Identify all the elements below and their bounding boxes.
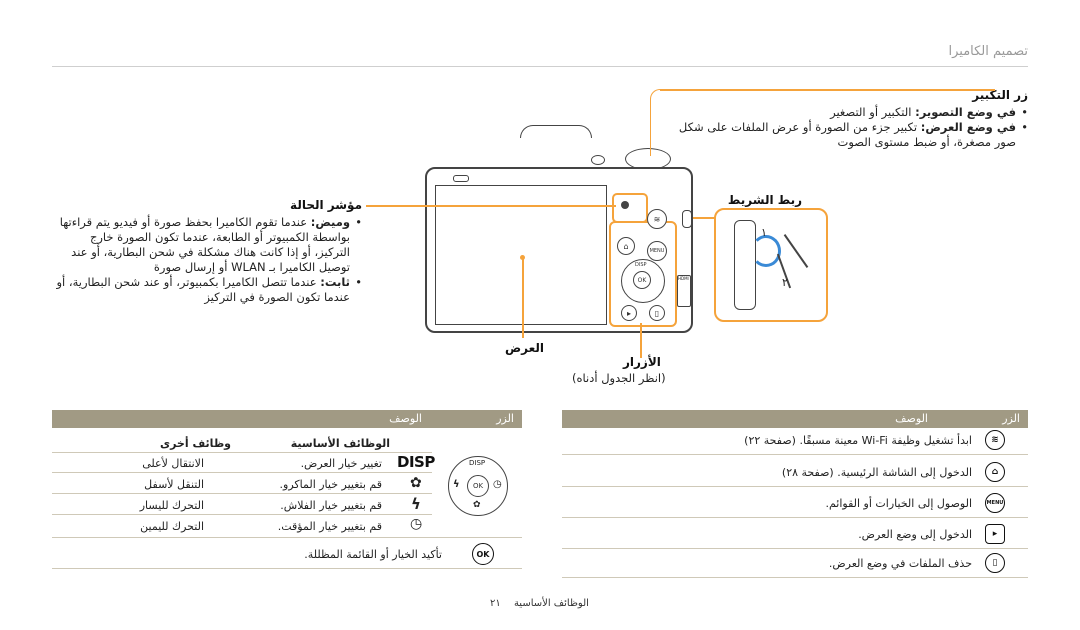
strap-lug (682, 210, 692, 228)
status-lamp-highlight (612, 193, 648, 223)
strap-leader (693, 217, 715, 219)
strap-lug-detail (734, 220, 756, 310)
footer-section: الوظائف الأساسية (513, 598, 589, 609)
strap-step-2: ٢ (782, 276, 788, 289)
left-sep (52, 537, 522, 538)
zoom-item: في وضع العرض: تكبير جزء من الصورة أو عرض… (668, 120, 1028, 150)
left-row-basic: قم بتغيير خيار الماكرو. (279, 478, 382, 491)
status-item: وميض: عندما تقوم الكاميرا بحفظ صورة أو ف… (52, 215, 362, 275)
lcd-screen (435, 185, 607, 325)
right-head-description: الوصف (895, 412, 928, 425)
dpad-ok: OK (467, 475, 489, 497)
dpad-flash-icon: ϟ (453, 479, 460, 490)
left-table-head: الزر الوصف (52, 410, 522, 428)
left-row-other: التحرك لليسار (139, 499, 204, 512)
display-label: العرض (505, 341, 544, 355)
ok-row-text: تأكيد الخيار أو القائمة المظللة. (304, 548, 442, 561)
zoom-callout: زر التكبير في وضع التصوير: التكبير أو ال… (668, 88, 1028, 150)
strap-cord (783, 234, 809, 268)
page-number: ٢١ (490, 598, 501, 609)
page-footer: الوظائف الأساسية ٢١ (490, 598, 589, 609)
left-sep (52, 472, 432, 473)
right-head-button: الزر (1002, 412, 1020, 425)
left-sep (52, 514, 432, 515)
right-table-head: الزر الوصف (562, 410, 1028, 428)
right-row-text: حذف الملفات في وضع العرض. (828, 557, 972, 570)
left-row-basic: تغيير خيار العرض. (300, 457, 382, 470)
buttons-note: (انظر الجدول أدناه) (572, 371, 666, 385)
ok-icon: OK (472, 543, 494, 565)
dpad-disp-label: DISP (469, 459, 486, 467)
right-sep (562, 548, 1028, 549)
lens-bulge (520, 125, 592, 138)
left-head-button: الزر (496, 412, 514, 425)
strap-step-1: ١ (761, 226, 767, 239)
playback-button: ▸ (621, 305, 637, 321)
status-lamp (621, 201, 629, 209)
zoom-leader-curve (650, 89, 669, 156)
left-row-basic: قم بتغيير خيار المؤقت. (277, 520, 382, 533)
display-dot (520, 255, 525, 260)
wifi-icon: ≋ (985, 430, 1005, 450)
left-sep (52, 493, 432, 494)
right-sep (562, 577, 1028, 578)
power-button (591, 155, 605, 165)
left-row-other: التحرك لليمين (140, 520, 204, 533)
strap-inset: ١ ٢ (714, 208, 828, 322)
buttons-highlight (609, 221, 677, 327)
menu-button: MENU (647, 241, 667, 261)
home-button: ⌂ (617, 237, 635, 255)
left-head-description: الوصف (389, 412, 422, 425)
dpad: OK DISP (621, 259, 665, 303)
side-port: HDMI (677, 275, 691, 307)
right-sep (562, 517, 1028, 518)
dpad-illustration: OK DISP ϟ ◷ ✿ (448, 456, 508, 516)
header-divider (52, 66, 1028, 67)
buttons-leader (640, 323, 642, 358)
strap-arrow (751, 235, 781, 267)
right-row-text: الدخول إلى وضع العرض. (858, 528, 972, 541)
left-subhead-other: وظائف أخرى (160, 437, 232, 450)
buttons-label: الأزرار (623, 355, 661, 369)
speaker (453, 175, 469, 182)
right-row-text: ابدأ تشغيل وظيفة Wi-Fi معينة مسبقًا. (صف… (744, 434, 972, 447)
left-sep (52, 568, 522, 569)
right-sep (562, 486, 1028, 487)
wifi-button: ≋ (647, 209, 667, 229)
zoom-callout-title: زر التكبير (972, 88, 1028, 102)
left-sep (52, 452, 432, 453)
macro-icon: ✿ (410, 475, 422, 491)
status-item: ثابت: عندما تتصل الكاميرا بكمبيوتر، أو ع… (52, 275, 362, 305)
disp-icon: DISP (397, 453, 435, 471)
right-row-text: الوصول إلى الخيارات أو القوائم. (825, 497, 972, 510)
zoom-leader-h (660, 89, 995, 91)
dpad-macro-icon: ✿ (473, 500, 481, 510)
zoom-item: في وضع التصوير: التكبير أو التصغير (668, 105, 1028, 120)
timer-icon: ◷ (410, 516, 423, 532)
ok-button: OK (633, 271, 651, 289)
status-callout: مؤشر الحالة وميض: عندما تقوم الكاميرا بح… (52, 198, 363, 305)
camera-illustration: ≋ ⌂ MENU OK DISP ▸ ▯ HDMI (425, 125, 695, 335)
left-row-other: الانتقال لأعلى (142, 457, 204, 470)
flash-icon: ϟ (411, 495, 421, 513)
right-row-text: الدخول إلى الشاشة الرئيسية. (صفحة ٢٨) (781, 466, 972, 479)
menu-icon: MENU (985, 493, 1005, 513)
trash-button: ▯ (649, 305, 665, 321)
home-icon: ⌂ (985, 462, 1005, 482)
status-callout-title: مؤشر الحالة (290, 198, 362, 212)
left-row-other: التنقل لأسفل (144, 478, 204, 491)
right-sep (562, 454, 1028, 455)
status-leader (366, 205, 616, 207)
dpad-timer-icon: ◷ (493, 479, 502, 490)
section-title: تصميم الكاميرا (948, 44, 1029, 59)
left-subhead-basic: الوظائف الأساسية (290, 437, 390, 450)
disp-mini-label: DISP (635, 262, 647, 268)
strap-label: ربط الشريط (727, 193, 802, 207)
display-leader (522, 258, 524, 338)
trash-icon: ▯ (985, 553, 1005, 573)
left-row-basic: قم بتغيير خيار الفلاش. (280, 499, 382, 512)
playback-icon: ▸ (985, 524, 1005, 544)
